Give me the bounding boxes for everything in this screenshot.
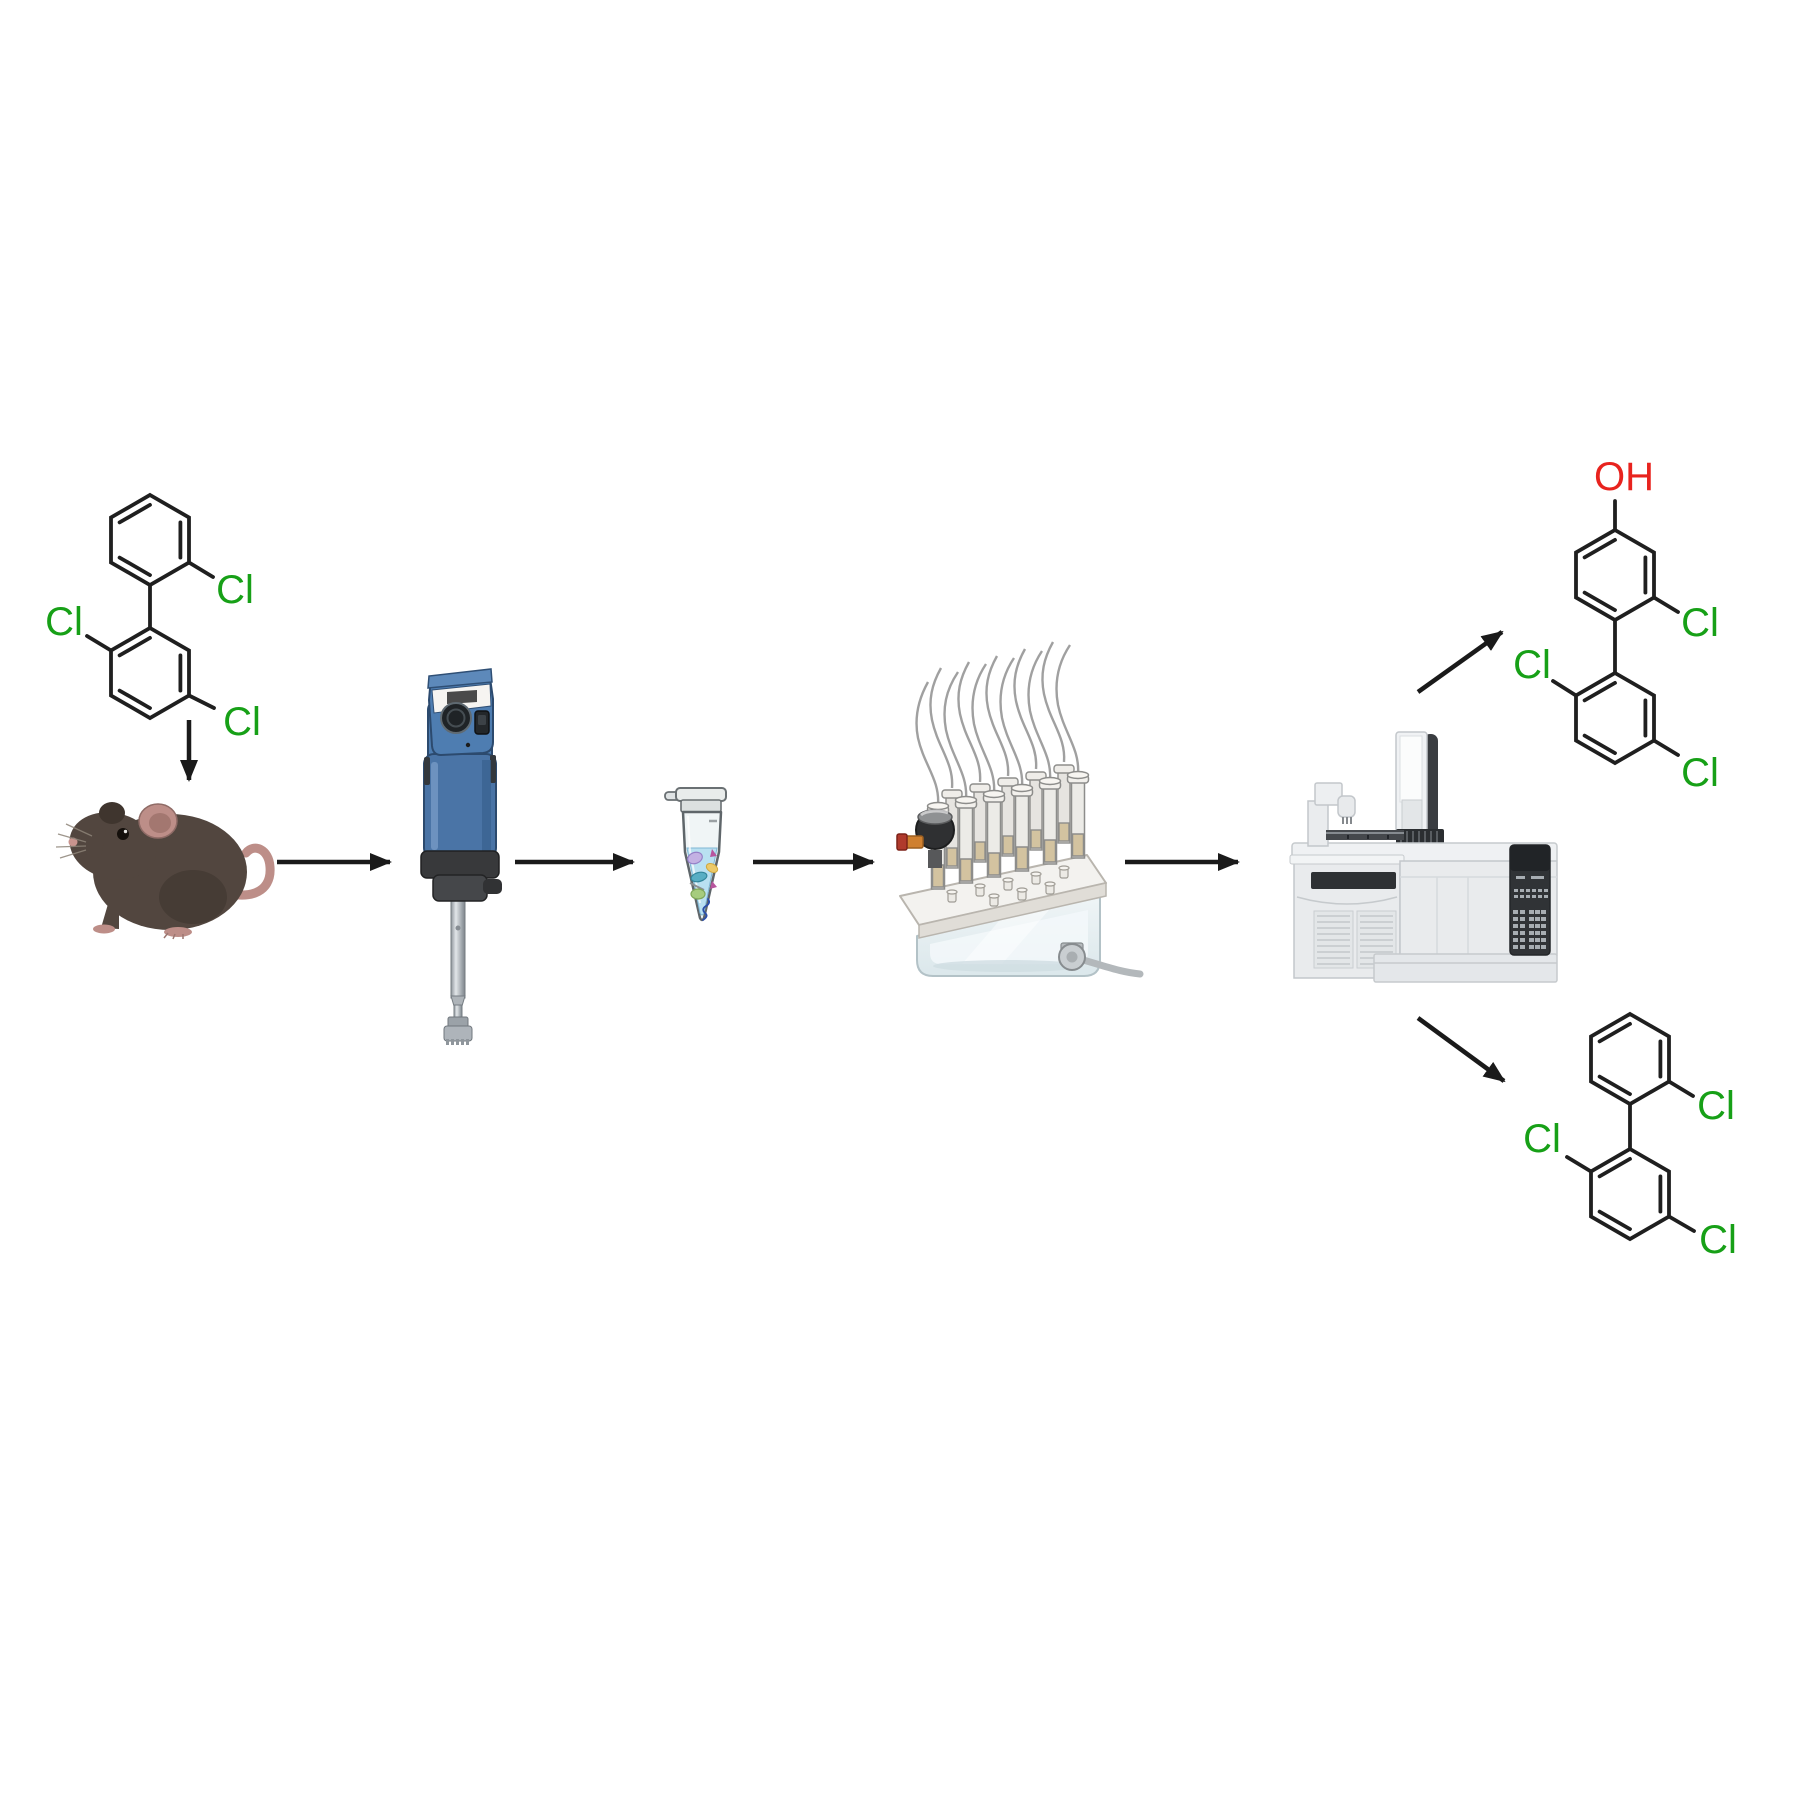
spe-cartridges-back-row (941, 764, 1075, 869)
gc-ms-instrument-illustration (1289, 731, 1558, 983)
substituent-bond (187, 693, 216, 710)
spe-port-plugs (946, 865, 1070, 907)
flow-arrows (180, 630, 1506, 1083)
chlorine-label: Cl (1681, 601, 1719, 645)
dna-helix (702, 898, 711, 921)
chlorine-label: Cl (45, 600, 83, 644)
spe-lid-edge (918, 882, 1107, 939)
mouse-nose (68, 837, 78, 847)
mouse-hind-foot (164, 927, 192, 937)
benzene-ring-upper (1589, 1012, 1671, 1106)
autosampler-gripper (1337, 795, 1356, 818)
sample-tray-ticks (1347, 835, 1389, 839)
autosampler-tower-lower (1401, 799, 1423, 831)
gripper-pins (1342, 817, 1352, 824)
arrow-gcms-to-metabolite (1416, 630, 1504, 694)
chlorine-label: Cl (1523, 1117, 1561, 1161)
homogenizer-label-plate (447, 690, 477, 704)
gc-base (1373, 953, 1558, 983)
shaft-vent-hole (455, 925, 461, 931)
spe-tubing (915, 641, 1080, 806)
vent-grille (1313, 910, 1354, 969)
substituent-bond (1652, 595, 1680, 614)
substituent-bond (1551, 679, 1578, 698)
substituent-bond (85, 634, 113, 653)
chlorine-label: Cl (1697, 1084, 1735, 1128)
mouse-front-foot (93, 924, 115, 934)
tube-cap (675, 787, 727, 802)
vacuum-gauge (896, 809, 955, 868)
probe-teeth (446, 1039, 469, 1045)
chlorine-label: Cl (223, 700, 261, 744)
substituent-bond (1667, 1079, 1695, 1098)
mouse-eye-glint (123, 829, 128, 834)
hydroxyl-label: OH (1594, 455, 1654, 499)
mouse-front-leg (101, 904, 119, 929)
homogenizer-sleeve-clip (424, 757, 430, 785)
gc-left-module-slot (1311, 872, 1396, 889)
substituent-bond (1667, 1214, 1696, 1233)
tissue-debris (687, 849, 719, 921)
lab-mouse-illustration (55, 802, 275, 940)
chlorine-label: Cl (1699, 1218, 1737, 1262)
molecule-hydroxylated-metabolite: OH Cl Cl Cl (1513, 455, 1719, 795)
speed-knob-ring (446, 708, 466, 728)
spe-basin-shadow (933, 960, 1083, 972)
molecule-source-pcb: Cl Cl Cl (45, 493, 261, 744)
microcentrifuge-tube-illustration (664, 787, 727, 922)
mouse-muzzle (71, 827, 106, 858)
injector-collar-ribs (1400, 831, 1438, 844)
mouse-eye (117, 828, 129, 840)
homogenizer-body-highlight (431, 762, 438, 850)
sample-tray-rail (1326, 830, 1404, 840)
ms-panel-buttons (1513, 876, 1548, 949)
gc-left-module-seam (1296, 896, 1398, 905)
chlorine-label: Cl (1513, 643, 1551, 687)
mouse-whiskers (55, 823, 93, 859)
spe-vacuum-manifold-illustration (896, 641, 1144, 978)
benzene-ring-lower (109, 626, 191, 720)
benzene-ring-lower (1574, 671, 1656, 765)
mouse-ear-back-inner (149, 813, 171, 833)
tissue-homogenizer-illustration (420, 668, 502, 1045)
spe-glass-inner (930, 910, 1088, 964)
gc-main-body-seams (1436, 877, 1469, 955)
molecule-parent-compound: Cl Cl Cl (1523, 1012, 1737, 1262)
spe-outlet-spigot (1058, 942, 1144, 978)
arrow-gcms-to-parent (1416, 1016, 1506, 1083)
benzene-ring-lower (1589, 1147, 1671, 1241)
autosampler-arm (1314, 782, 1343, 806)
benzene-ring-upper (109, 493, 191, 587)
mouse-ear-front (99, 802, 125, 824)
autosampler-tower-panel (1399, 735, 1423, 803)
homogenizer-collar-nub (483, 879, 502, 894)
benzene-ring-upper (1574, 528, 1656, 622)
homogenizer-body-shadow (482, 760, 491, 852)
mouse-haunch (159, 870, 227, 924)
chlorine-label: Cl (216, 568, 254, 612)
homogenizer-shaft (450, 895, 466, 999)
speed-knob (440, 702, 472, 734)
probe-head (443, 1025, 473, 1042)
chlorine-label: Cl (1681, 751, 1719, 795)
indicator-dot (465, 742, 471, 748)
homogenizer-collar-lower (432, 874, 488, 902)
gauge-valve-cap (896, 833, 908, 851)
homogenizer-collar (420, 850, 500, 879)
autosampler-arm-post (1307, 800, 1329, 847)
mouse-toes (163, 932, 184, 940)
tube-cap-skirt (680, 799, 722, 813)
ms-control-panel-top (1510, 845, 1550, 871)
gc-left-module-overhang (1289, 854, 1405, 865)
homogenizer-sleeve-clip (490, 755, 496, 783)
power-switch-rocker (478, 715, 486, 725)
homogenizer-cap (427, 668, 493, 689)
substituent-bond (1565, 1155, 1593, 1174)
substituent-bond (187, 560, 215, 579)
substituent-bond (1652, 738, 1680, 757)
